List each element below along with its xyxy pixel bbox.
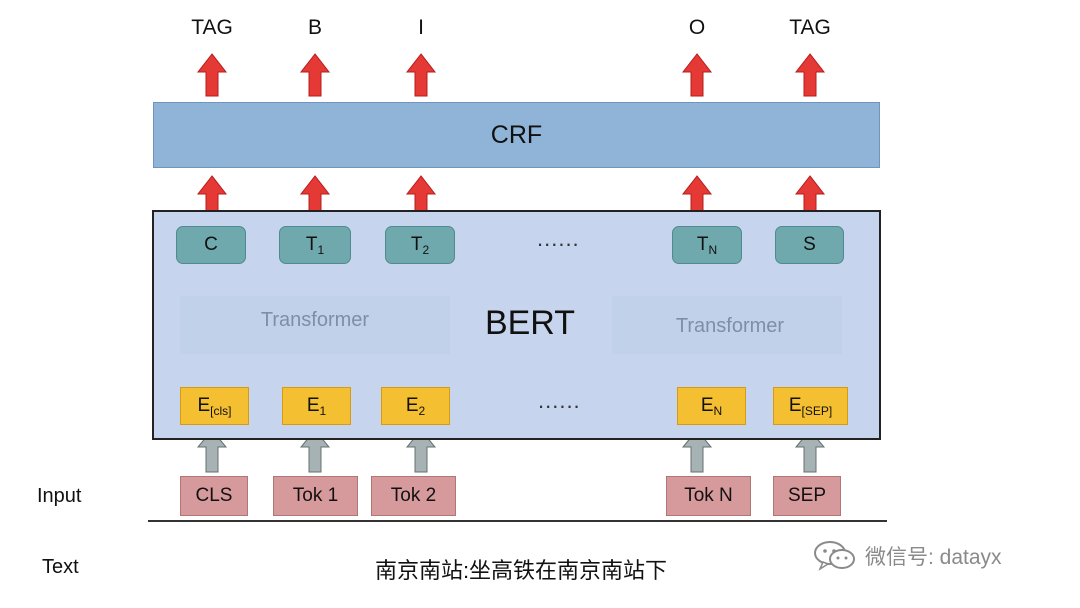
- output-t2-sub: 2: [422, 243, 430, 257]
- token-cls-label: CLS: [195, 485, 233, 506]
- input-divider-line: [148, 520, 887, 522]
- embedding-1-sub: 1: [319, 404, 327, 418]
- text-sentence: 南京南站:坐高铁在南京南站下: [374, 558, 668, 583]
- token-1: Tok 1: [273, 476, 358, 516]
- watermark: 微信号: datayx: [813, 538, 1053, 574]
- output-s: S: [775, 226, 844, 264]
- output-t1: T 1: [279, 226, 351, 264]
- transformer-label-right: Transformer: [675, 315, 785, 337]
- crf-label: CRF: [490, 120, 543, 149]
- token-cls: CLS: [180, 476, 248, 516]
- crf-layer: CRF: [153, 102, 880, 168]
- red-arrow-tag-5: [795, 53, 825, 97]
- red-arrow-tag-4: [682, 53, 712, 97]
- embedding-sep: E [SEP]: [773, 387, 848, 425]
- embedding-cls: E [cls]: [180, 387, 249, 425]
- output-t1-main: T: [305, 234, 318, 255]
- token-sep: SEP: [773, 476, 841, 516]
- token-1-label: Tok 1: [292, 485, 339, 506]
- wechat-icon: [814, 541, 855, 571]
- embedding-2: E 2: [381, 387, 450, 425]
- embedding-ellipsis: ......: [538, 388, 581, 413]
- output-t1-sub: 1: [317, 243, 325, 257]
- red-arrow-tag-1: [197, 53, 227, 97]
- embedding-1: E 1: [282, 387, 351, 425]
- token-sep-label: SEP: [787, 485, 827, 506]
- embedding-sep-sub: [SEP]: [801, 404, 833, 418]
- tag-label-5: TAG: [789, 16, 831, 39]
- token-n: Tok N: [666, 476, 751, 516]
- red-arrow-tag-3: [406, 53, 436, 97]
- token-2-label: Tok 2: [390, 485, 437, 506]
- tag-label-1: TAG: [191, 16, 233, 39]
- transformer-label-left: Transformer: [260, 309, 370, 331]
- output-c: C: [176, 226, 246, 264]
- embedding-1-main: E: [306, 395, 320, 416]
- embedding-sep-main: E: [788, 395, 802, 416]
- output-tn-sub: N: [708, 243, 718, 257]
- embedding-2-main: E: [405, 395, 419, 416]
- embedding-2-sub: 2: [418, 404, 426, 418]
- token-n-label: Tok N: [684, 485, 733, 506]
- output-t2: T 2: [385, 226, 455, 264]
- output-tn-main: T: [696, 234, 709, 255]
- embedding-n: E N: [677, 387, 746, 425]
- watermark-text: 微信号: datayx: [865, 546, 1002, 569]
- transformer-band-left: [180, 296, 450, 354]
- red-arrow-tag-2: [300, 53, 330, 97]
- token-2: Tok 2: [371, 476, 456, 516]
- transformer-band-right: [612, 296, 842, 354]
- output-t2-main: T: [410, 234, 423, 255]
- output-c-main: C: [204, 234, 218, 255]
- tag-label-3: I: [418, 16, 424, 39]
- embedding-cls-main: E: [197, 395, 211, 416]
- tag-label-2: B: [307, 16, 322, 39]
- text-row-label: Text: [42, 556, 79, 578]
- output-ellipsis: ......: [537, 226, 580, 251]
- tag-label-4: O: [688, 16, 706, 39]
- output-tn: T N: [672, 226, 742, 264]
- embedding-n-main: E: [700, 395, 714, 416]
- embedding-cls-sub: [cls]: [210, 404, 232, 418]
- input-row-label: Input: [37, 485, 82, 507]
- embedding-n-sub: N: [713, 404, 723, 418]
- output-s-main: S: [803, 234, 816, 255]
- bert-label: BERT: [484, 304, 576, 342]
